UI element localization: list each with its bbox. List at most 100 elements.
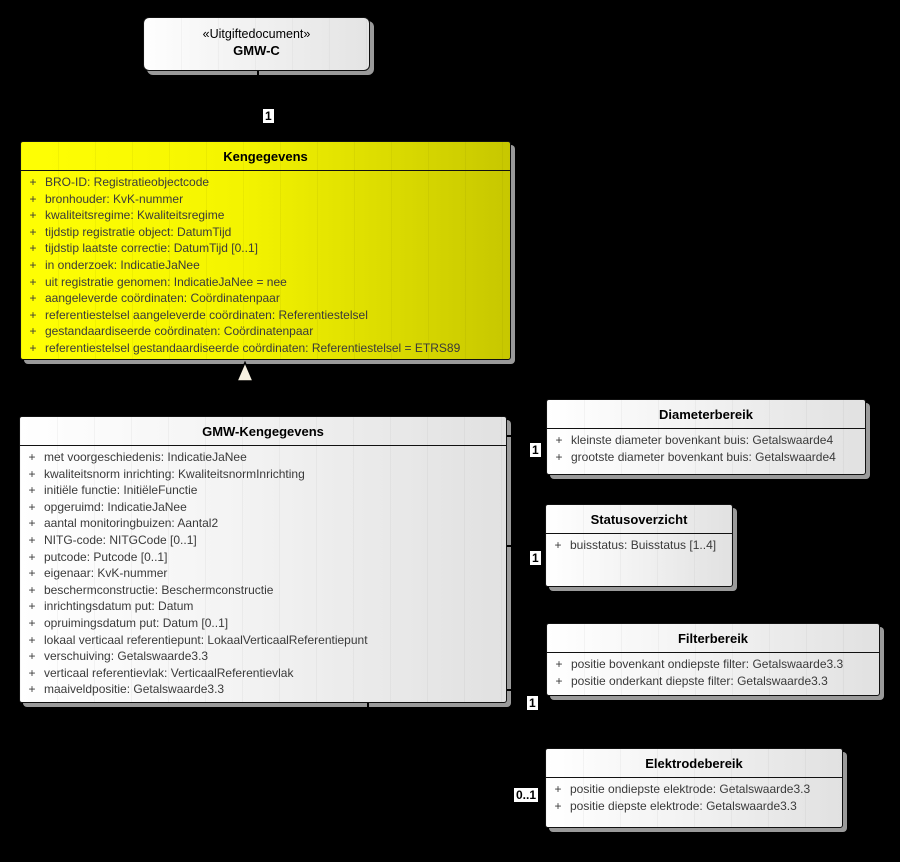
visibility-plus: + <box>28 466 36 481</box>
attribute-list: + buisstatus: Buisstatus [1..4] <box>546 534 732 554</box>
attribute-text: referentiestelsel aangeleverde coördinat… <box>45 307 368 322</box>
connector-to-statusoverzicht <box>506 545 546 547</box>
attribute-text: initiële functie: InitiëleFunctie <box>44 483 198 498</box>
class-diameterbereik[interactable]: Diameterbereik + kleinste diameter boven… <box>546 399 866 475</box>
attribute-text: positie ondiepste elektrode: Getalswaard… <box>570 782 811 796</box>
class-attribute: + positie diepste elektrode: Getalswaard… <box>546 798 842 815</box>
connector-to-elektrodebereik-horizontal <box>367 793 546 795</box>
attribute-text: referentiestelsel gestandaardiseerde coö… <box>45 340 461 355</box>
attribute-text: verticaal referentievlak: VerticaalRefer… <box>44 665 294 680</box>
class-attribute: + positie ondiepste elektrode: Getalswaa… <box>546 781 842 798</box>
visibility-plus: + <box>29 208 37 223</box>
visibility-plus: + <box>29 340 37 355</box>
class-attribute: + BRO-ID: Registratieobjectcode <box>21 174 510 191</box>
visibility-plus: + <box>28 665 36 680</box>
attribute-text: grootste diameter bovenkant buis: Getals… <box>571 449 836 464</box>
attribute-list: + met voorgeschiedenis: IndicatieJaNee +… <box>20 446 506 698</box>
attribute-text: verschuiving: Getalswaarde3.3 <box>44 649 209 664</box>
connector-to-elektrodebereik-vertical <box>367 701 369 795</box>
visibility-plus: + <box>554 538 562 552</box>
visibility-plus: + <box>554 798 562 813</box>
attribute-text: in onderzoek: IndicatieJaNee <box>45 257 200 272</box>
visibility-plus: + <box>555 673 563 688</box>
attribute-text: aangeleverde coördinaten: Coördinatenpaa… <box>45 291 280 306</box>
visibility-plus: + <box>28 549 36 564</box>
attribute-text: beschermconstructie: Beschermconstructie <box>44 582 274 597</box>
visibility-plus: + <box>29 291 37 306</box>
class-title: Kengegevens <box>21 142 510 171</box>
visibility-plus: + <box>555 657 563 671</box>
class-attribute: + NITG-code: NITGCode [0..1] <box>20 532 506 549</box>
class-attribute: + putcode: Putcode [0..1] <box>20 549 506 566</box>
visibility-plus: + <box>28 599 36 614</box>
class-attribute: + positie bovenkant ondiepste filter: Ge… <box>547 656 879 673</box>
attribute-text: BRO-ID: Registratieobjectcode <box>45 175 210 189</box>
class-attribute: + kleinste diameter bovenkant buis: Geta… <box>547 432 865 449</box>
visibility-plus: + <box>28 649 36 664</box>
visibility-plus: + <box>29 191 37 206</box>
visibility-plus: + <box>28 450 36 464</box>
visibility-plus: + <box>28 615 36 630</box>
attribute-text: met voorgeschiedenis: IndicatieJaNee <box>44 450 247 464</box>
visibility-plus: + <box>29 224 37 239</box>
visibility-plus: + <box>28 483 36 498</box>
connector-to-filterbereik <box>506 689 547 691</box>
class-attribute: + opgeruimd: IndicatieJaNee <box>20 499 506 516</box>
generalization-arrow-icon <box>235 361 255 382</box>
class-kengegevens[interactable]: Kengegevens + BRO-ID: Registratieobjectc… <box>20 141 511 360</box>
class-attribute: + tijdstip laatste correctie: DatumTijd … <box>21 240 510 257</box>
attribute-text: aantal monitoringbuizen: Aantal2 <box>44 516 219 531</box>
attribute-text: opruimingsdatum put: Datum [0..1] <box>44 615 229 630</box>
multiplicity-label: 0..1 <box>514 788 539 802</box>
attribute-text: bronhouder: KvK-nummer <box>45 191 184 206</box>
attribute-text: kwaliteitsregime: Kwaliteitsregime <box>45 208 225 223</box>
class-attribute: + positie onderkant diepste filter: Geta… <box>547 673 879 690</box>
class-attribute: + uit registratie genomen: IndicatieJaNe… <box>21 274 510 291</box>
document-box-gmwc[interactable]: «Uitgiftedocument» GMW-C <box>143 17 370 71</box>
class-attribute: + gestandaardiseerde coördinaten: Coördi… <box>21 323 510 340</box>
visibility-plus: + <box>29 307 37 322</box>
visibility-plus: + <box>28 632 36 647</box>
multiplicity-label: 1 <box>527 696 538 710</box>
attribute-text: tijdstip registratie object: DatumTijd <box>45 224 232 239</box>
attribute-text: lokaal verticaal referentiepunt: LokaalV… <box>44 632 368 647</box>
class-attribute: + referentiestelsel gestandaardiseerde c… <box>21 340 510 357</box>
connector-to-diameterbereik <box>506 435 547 437</box>
class-title: Elektrodebereik <box>546 749 842 778</box>
visibility-plus: + <box>29 324 37 339</box>
class-attribute: + initiële functie: InitiëleFunctie <box>20 482 506 499</box>
class-attribute: + aantal monitoringbuizen: Aantal2 <box>20 515 506 532</box>
attribute-list: + kleinste diameter bovenkant buis: Geta… <box>547 429 865 465</box>
class-attribute: + beschermconstructie: Beschermconstruct… <box>20 582 506 599</box>
visibility-plus: + <box>555 433 563 447</box>
class-attribute: + kwaliteitsnorm inrichting: Kwaliteitsn… <box>20 466 506 483</box>
attribute-text: eigenaar: KvK-nummer <box>44 566 168 581</box>
visibility-plus: + <box>28 516 36 531</box>
attribute-text: kleinste diameter bovenkant buis: Getals… <box>571 433 834 447</box>
visibility-plus: + <box>555 449 563 464</box>
attribute-list: + positie ondiepste elektrode: Getalswaa… <box>546 778 842 814</box>
class-gmw-kengegevens[interactable]: GMW-Kengegevens + met voorgeschiedenis: … <box>19 416 507 703</box>
attribute-text: buisstatus: Buisstatus [1..4] <box>570 538 717 552</box>
attribute-list: + BRO-ID: Registratieobjectcode + bronho… <box>21 171 510 357</box>
connector-generalization <box>244 378 246 418</box>
attribute-list: + positie bovenkant ondiepste filter: Ge… <box>547 653 879 689</box>
attribute-text: positie diepste elektrode: Getalswaarde3… <box>570 798 797 813</box>
visibility-plus: + <box>29 274 37 289</box>
class-filterbereik[interactable]: Filterbereik + positie bovenkant ondieps… <box>546 623 880 696</box>
visibility-plus: + <box>28 582 36 597</box>
visibility-plus: + <box>28 532 36 547</box>
attribute-text: gestandaardiseerde coördinaten: Coördina… <box>45 324 314 339</box>
class-elektrodebereik[interactable]: Elektrodebereik + positie ondiepste elek… <box>545 748 843 828</box>
attribute-text: tijdstip laatste correctie: DatumTijd [0… <box>45 241 258 256</box>
attribute-text: NITG-code: NITGCode [0..1] <box>44 532 197 547</box>
visibility-plus: + <box>29 241 37 256</box>
class-attribute: + in onderzoek: IndicatieJaNee <box>21 257 510 274</box>
class-statusoverzicht[interactable]: Statusoverzicht + buisstatus: Buisstatus… <box>545 504 733 587</box>
class-attribute: + referentiestelsel aangeleverde coördin… <box>21 307 510 324</box>
visibility-plus: + <box>28 566 36 581</box>
attribute-text: positie bovenkant ondiepste filter: Geta… <box>571 657 844 671</box>
visibility-plus: + <box>554 782 562 796</box>
visibility-plus: + <box>28 682 36 697</box>
class-title: Statusoverzicht <box>546 505 732 534</box>
